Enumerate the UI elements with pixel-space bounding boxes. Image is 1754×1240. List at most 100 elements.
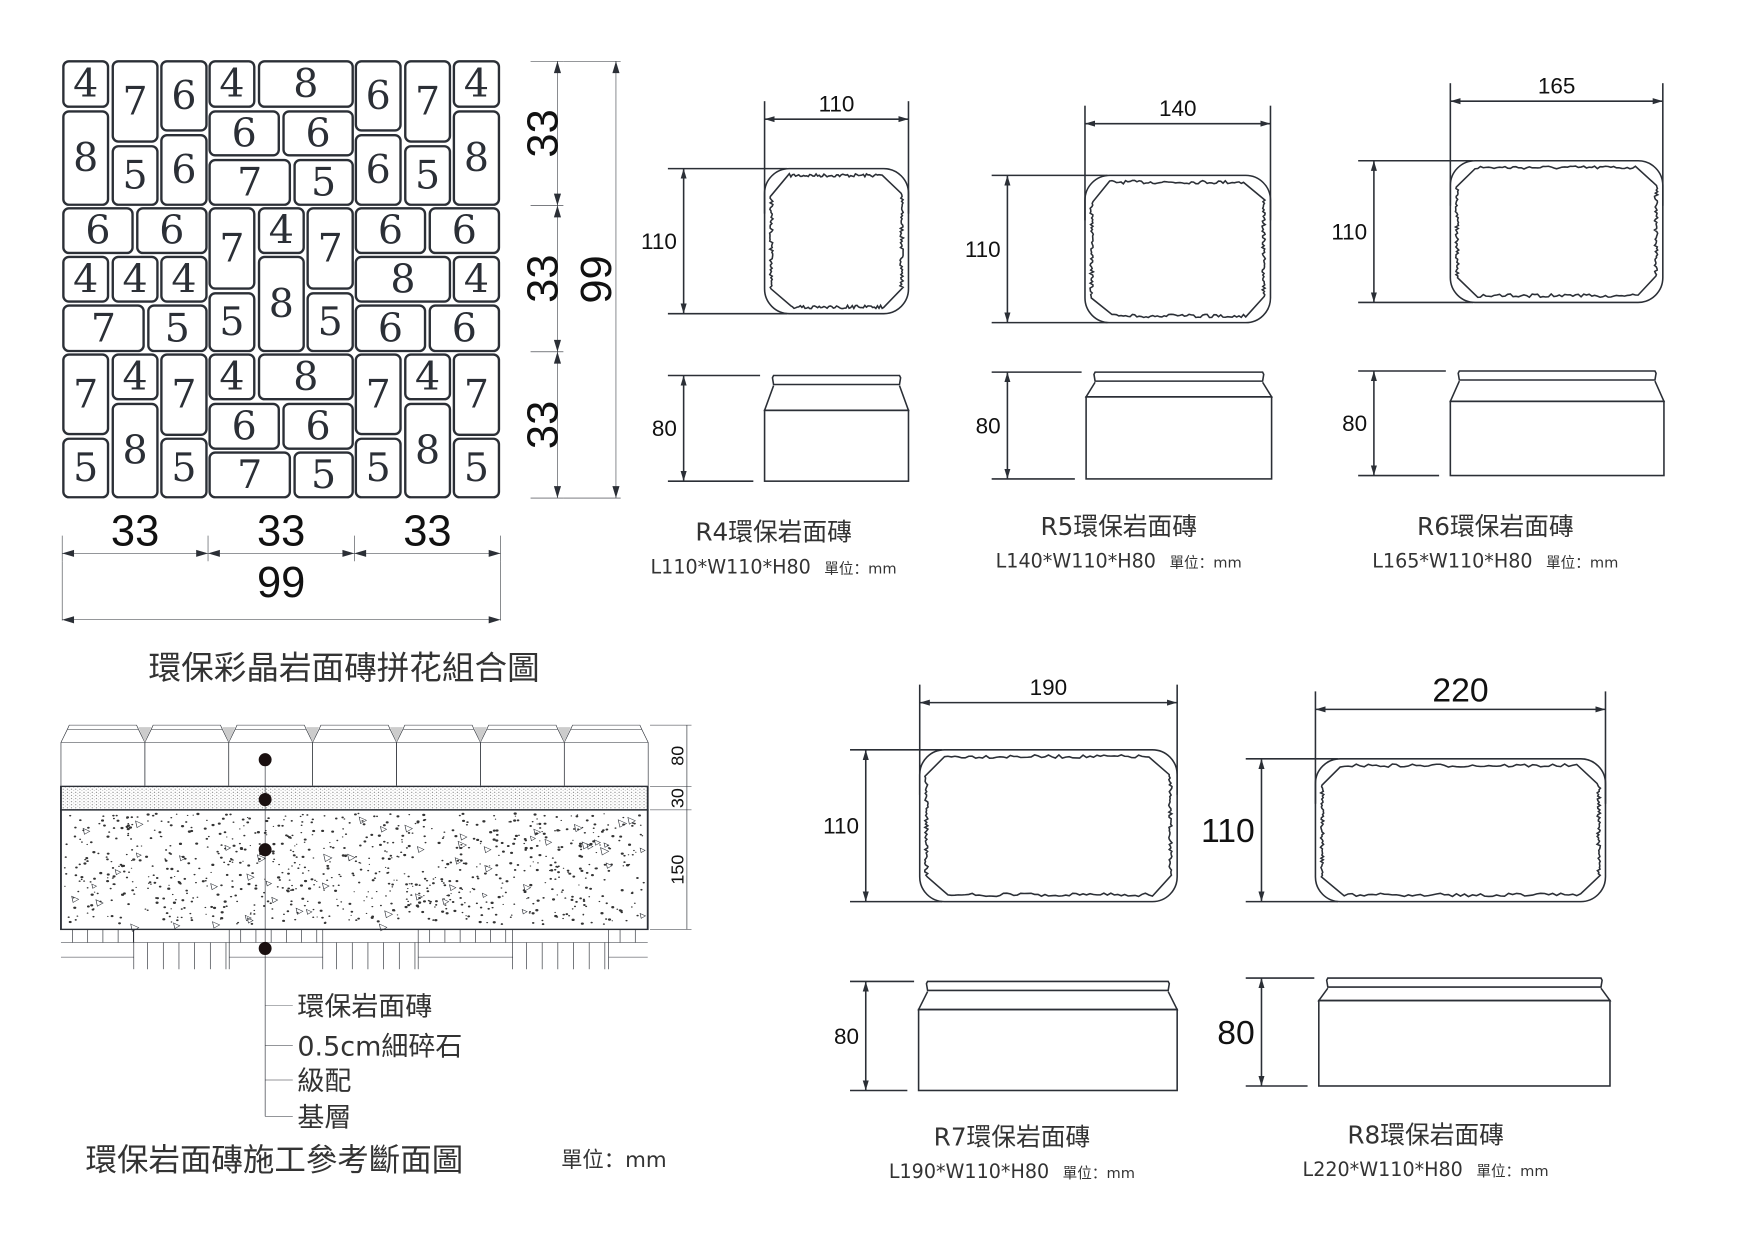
aggregate-dot — [592, 832, 595, 834]
aggregate-dot — [78, 863, 81, 866]
aggregate-dot — [494, 913, 498, 916]
aggregate-dot — [379, 843, 382, 847]
aggregate-dot — [494, 818, 497, 820]
aggregate-dot — [113, 883, 116, 886]
aggregate-dot — [236, 923, 238, 925]
aggregate-dot — [230, 858, 232, 860]
aggregate-dot — [336, 839, 339, 842]
aggregate-dot — [498, 854, 500, 856]
aggregate-dot — [589, 842, 593, 846]
aggregate-dot — [377, 834, 381, 837]
paver-tile — [111, 402, 159, 499]
aggregate-dot — [363, 900, 365, 902]
aggregate-dot — [483, 872, 487, 875]
section-dimension-label: 80 — [668, 746, 688, 766]
aggregate-dot — [170, 817, 173, 819]
aggregate-dot — [276, 886, 279, 888]
aggregate-stone — [415, 893, 424, 901]
aggregate-stone — [323, 853, 333, 862]
aggregate-dot — [79, 819, 82, 822]
aggregate-dot — [543, 814, 546, 817]
tile-size-label: 6 — [366, 73, 391, 119]
aggregate-dot — [239, 828, 241, 830]
aggregate-dot — [479, 843, 482, 845]
aggregate-dot — [337, 884, 340, 886]
aggregate-dot — [458, 868, 462, 871]
aggregate-dot — [619, 835, 623, 838]
aggregate-dot — [456, 859, 460, 862]
aggregate-dot — [562, 867, 565, 869]
aggregate-dot — [278, 863, 280, 866]
aggregate-dot — [611, 920, 613, 922]
aggregate-dot — [593, 823, 597, 826]
aggregate-dot — [221, 817, 225, 820]
aggregate-dot — [198, 867, 201, 870]
aggregate-dot — [543, 822, 547, 825]
aggregate-dot — [529, 856, 533, 859]
aggregate-dot — [291, 865, 293, 867]
aggregate-dot — [362, 823, 366, 826]
aggregate-dot — [635, 851, 637, 853]
paver-tile — [208, 60, 256, 108]
side-view-lip — [771, 374, 902, 386]
aggregate-dot — [303, 838, 307, 841]
aggregate-dot — [611, 834, 615, 838]
tile-size-label: 4 — [123, 354, 148, 400]
aggregate-dot — [225, 905, 228, 908]
aggregate-dot — [190, 826, 193, 829]
aggregate-dot — [287, 887, 291, 890]
aggregate-dot — [591, 814, 595, 817]
aggregate-dot — [106, 880, 110, 883]
joint-fill — [390, 727, 403, 743]
aggregate-dot — [136, 816, 139, 818]
aggregate-dot — [90, 904, 94, 907]
aggregate-dot — [108, 831, 111, 833]
aggregate-dot — [475, 823, 479, 826]
aggregate-dot — [187, 830, 192, 833]
aggregate-dot — [435, 904, 438, 906]
aggregate-dot — [549, 877, 552, 880]
aggregate-dot — [359, 844, 362, 847]
width-label: 110 — [823, 814, 859, 839]
aggregate-dot — [642, 881, 645, 884]
aggregate-dot — [180, 908, 183, 910]
aggregate-dot — [211, 823, 215, 827]
aggregate-dot — [284, 815, 287, 817]
aggregate-dot — [545, 855, 547, 858]
aggregate-dot — [168, 915, 171, 918]
aggregate-dot — [277, 876, 281, 879]
aggregate-dot — [391, 886, 394, 888]
aggregate-dot — [311, 834, 314, 836]
aggregate-dot — [603, 813, 605, 815]
paver-tile — [452, 437, 501, 499]
aggregate-dot — [361, 820, 364, 822]
aggregate-dot — [403, 853, 407, 857]
layer-label: 環保岩面磚 — [297, 992, 432, 1023]
aggregate-dot — [529, 865, 532, 867]
aggregate-dot — [119, 863, 123, 866]
aggregate-dot — [272, 825, 275, 827]
aggregate-dot — [427, 917, 431, 920]
aggregate-stone — [573, 823, 583, 832]
aggregate-dot — [92, 915, 95, 918]
aggregate-dot — [568, 915, 571, 917]
aggregate-dot — [571, 908, 574, 910]
aggregate-dot — [97, 852, 100, 855]
tile-size-label: 6 — [306, 403, 331, 449]
height-label: 80 — [1217, 1014, 1255, 1052]
aggregate-dot — [190, 919, 194, 922]
aggregate-dot — [168, 884, 170, 886]
paver-tile — [111, 255, 159, 303]
aggregate-dot — [465, 918, 468, 920]
aggregate-dot — [98, 822, 101, 825]
aggregate-dot — [395, 827, 399, 830]
width-label: 110 — [1331, 219, 1367, 244]
aggregate-dot — [344, 833, 348, 836]
aggregate-dot — [192, 897, 195, 899]
aggregate-dot — [285, 834, 288, 837]
aggregate-dot — [599, 844, 601, 846]
aggregate-dot — [267, 817, 270, 820]
aggregate-dot — [147, 887, 149, 889]
aggregate-dot — [63, 867, 66, 869]
